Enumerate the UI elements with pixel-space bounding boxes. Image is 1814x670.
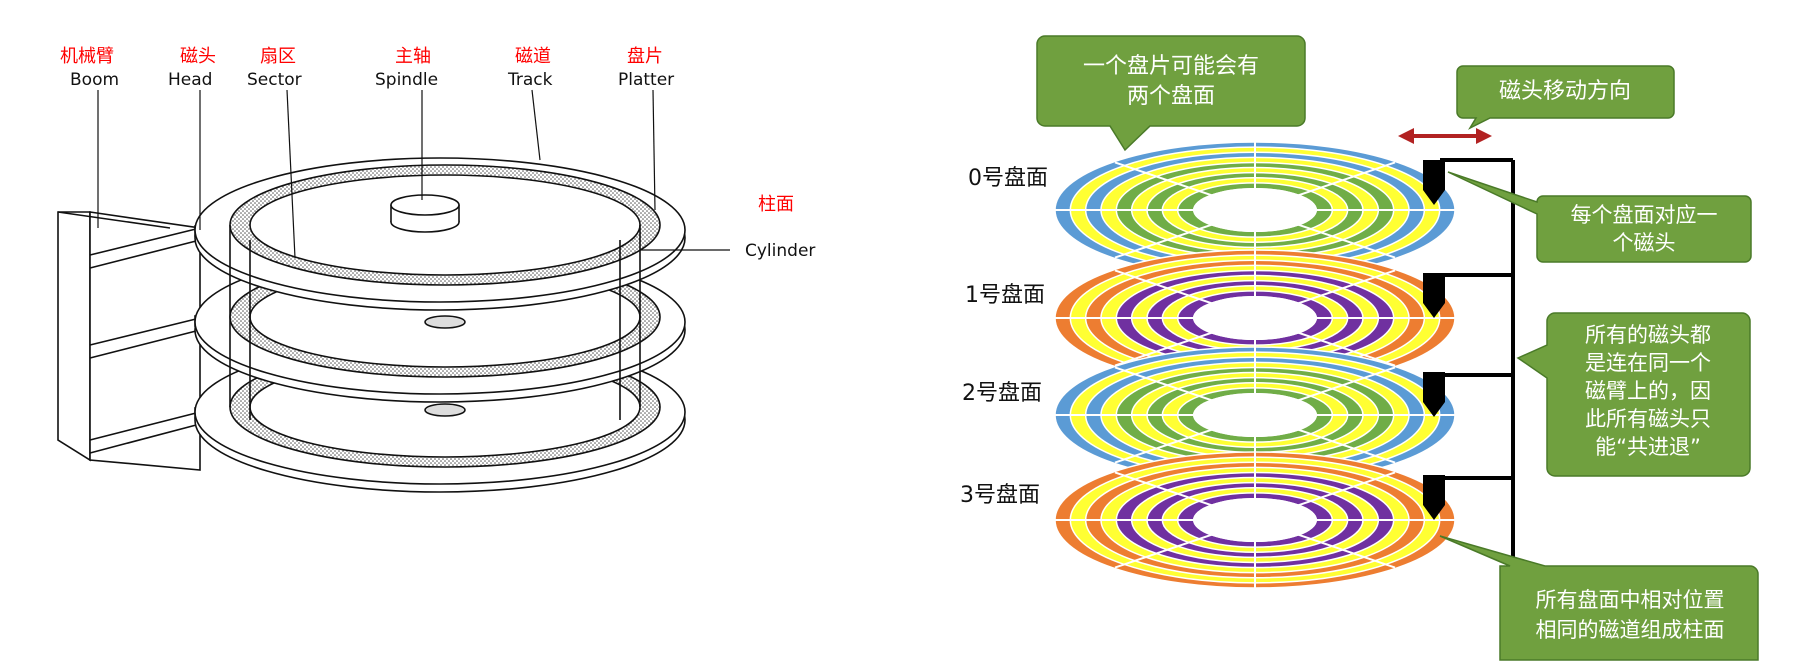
surface-labels: 0号盘面 1号盘面 2号盘面 3号盘面: [960, 166, 1048, 508]
callout-two-surfaces: 一个盘片可能会有 两个盘面: [1036, 35, 1306, 152]
label-head-zh: 磁头: [180, 46, 216, 67]
surface-label-0: 0号盘面: [968, 166, 1048, 191]
callout-same-arm-line1: 所有的磁头都: [1585, 323, 1711, 347]
surface-label-1: 1号盘面: [965, 283, 1045, 308]
disk-center-hole: [1193, 393, 1317, 437]
magnetic-heads: [1423, 160, 1445, 520]
callout-cylinder-def-line2: 相同的磁道组成柱面: [1536, 618, 1725, 642]
label-sector-zh: 扇区: [260, 46, 296, 67]
cylinder-lines: [229, 225, 641, 420]
left-disk-diagram: [57, 89, 730, 493]
callout-one-head-each: 每个盘面对应一 个磁头: [1447, 171, 1752, 263]
callout-same-arm-line2: 是连在同一个: [1585, 351, 1711, 375]
callout-same-arm: 所有的磁头都 是连在同一个 磁臂上的，因 此所有磁头只 能“共进退”: [1516, 312, 1751, 477]
callout-head-direction-text: 磁头移动方向: [1499, 79, 1631, 104]
callout-same-arm-line3: 磁臂上的，因: [1585, 379, 1711, 403]
label-track-zh: 磁道: [515, 46, 551, 67]
callout-same-arm-line5: 能“共进退”: [1595, 435, 1701, 459]
disk-center-hole: [1193, 296, 1317, 340]
callout-cylinder-def: 所有盘面中相对位置 相同的磁道组成柱面: [1439, 535, 1759, 661]
disk-surface-3: [1054, 451, 1456, 589]
left-labels: 机械臂 Boom 磁头 Head 扇区 Sector 主轴 Spindle 磁道…: [60, 46, 815, 261]
label-cylinder-en: Cylinder: [745, 241, 815, 261]
disk-center-hole: [1193, 498, 1317, 542]
head-arm: [1440, 158, 1515, 560]
label-boom-zh: 机械臂: [60, 46, 114, 67]
callout-one-head-each-line2: 个磁头: [1613, 231, 1676, 255]
label-head-en: Head: [168, 70, 212, 90]
callout-two-surfaces-line2: 两个盘面: [1127, 84, 1215, 109]
disk-center-hole: [1193, 188, 1317, 232]
label-platter-zh: 盘片: [627, 46, 663, 67]
label-platter-en: Platter: [618, 70, 674, 90]
callout-same-arm-line4: 此所有磁头只: [1585, 407, 1711, 431]
label-spindle-en: Spindle: [375, 70, 438, 90]
label-spindle-zh: 主轴: [395, 46, 431, 67]
disk-surface-2: [1054, 346, 1456, 484]
surface-label-3: 3号盘面: [960, 483, 1040, 508]
right-disk-stack: [1054, 141, 1456, 589]
callout-one-head-each-line1: 每个盘面对应一: [1571, 203, 1718, 227]
callout-two-surfaces-line1: 一个盘片可能会有: [1083, 54, 1259, 79]
label-cylinder-zh: 柱面: [758, 194, 794, 215]
boom-arm-assembly: [57, 211, 208, 471]
label-sector-en: Sector: [247, 70, 302, 90]
label-track-en: Track: [507, 70, 553, 90]
spindle: [390, 194, 460, 233]
head-direction-arrow: [1398, 128, 1492, 144]
callout-cylinder-def-line1: 所有盘面中相对位置: [1536, 588, 1725, 612]
surface-label-2: 2号盘面: [962, 381, 1042, 406]
label-boom-en: Boom: [70, 70, 119, 90]
leader-lines: [97, 89, 730, 259]
callout-head-direction: 磁头移动方向: [1456, 65, 1675, 130]
disk-surface-0: [1054, 141, 1456, 279]
